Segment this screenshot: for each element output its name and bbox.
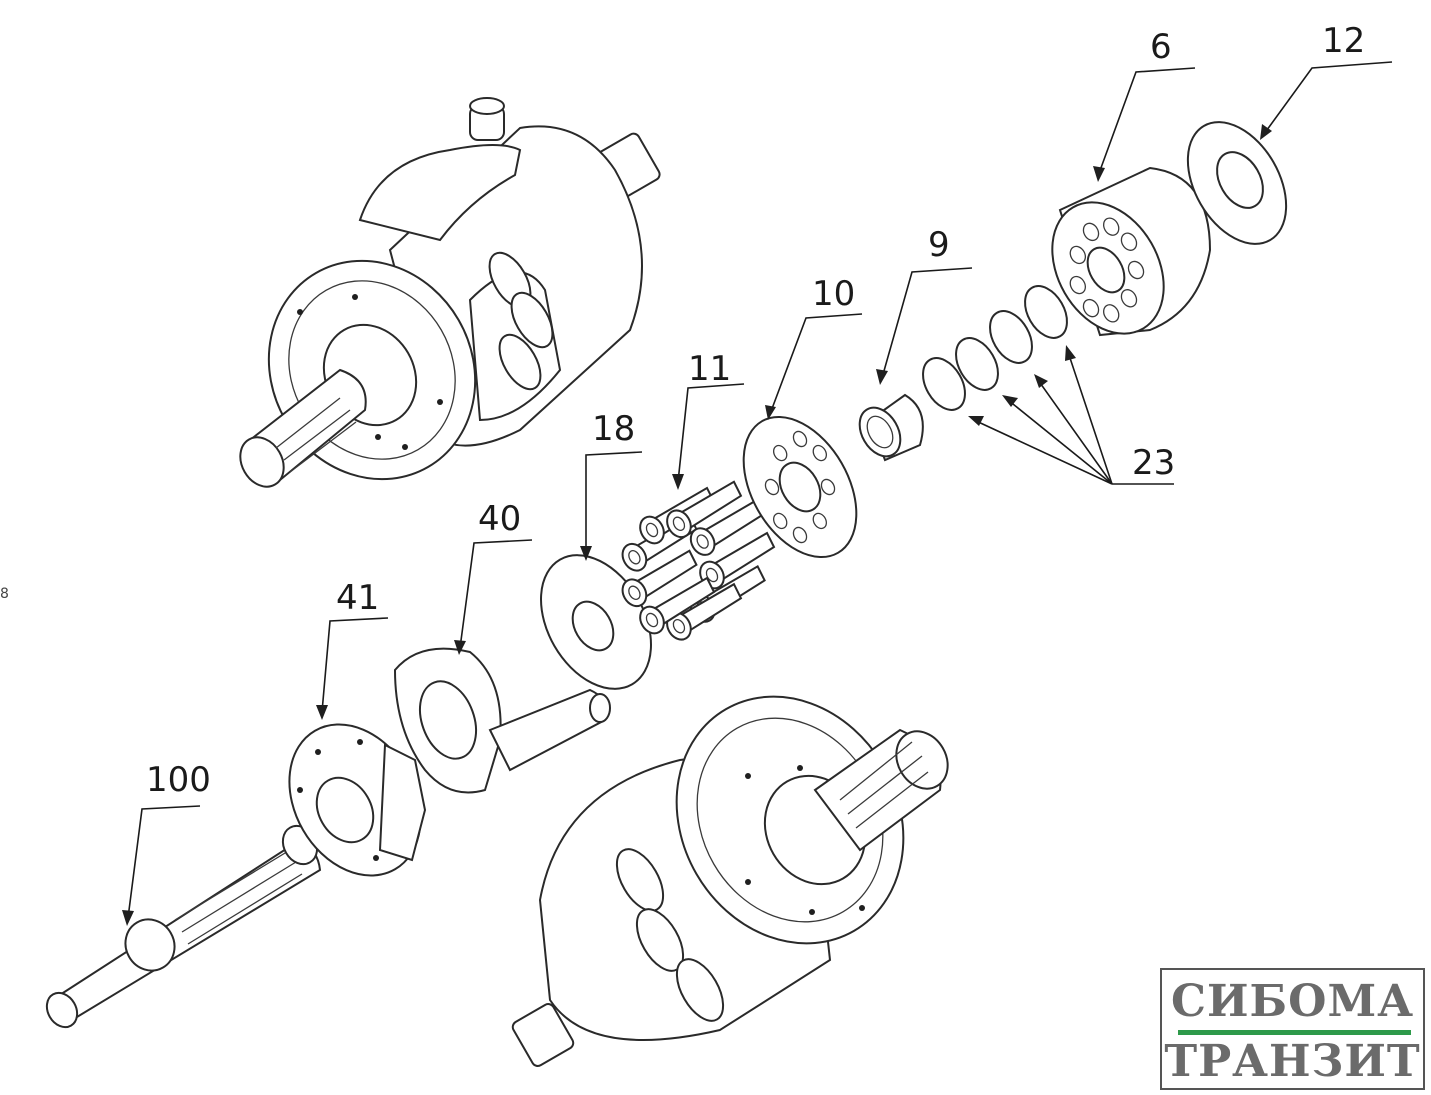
leader-lines <box>122 61 1393 926</box>
part-10-valve-plate <box>742 415 858 559</box>
logo-accent-bar <box>1178 1030 1411 1035</box>
drawing-detail <box>696 534 709 549</box>
drawing-detail <box>1103 304 1120 323</box>
drawing-detail <box>812 512 828 530</box>
callout-11: 11 <box>688 349 731 389</box>
drawing-detail <box>628 550 641 565</box>
drawing-detail <box>645 612 659 628</box>
callout-9: 9 <box>928 225 950 265</box>
callout-labels: 6 12 9 10 11 18 40 41 100 23 <box>146 21 1365 800</box>
part-100-shaft <box>45 824 322 1029</box>
part-6-cylinder-block <box>1051 166 1212 337</box>
drawing-detail <box>639 605 665 635</box>
callout-12: 12 <box>1322 21 1365 61</box>
drawing-detail <box>689 527 716 556</box>
part-9-bearing <box>858 393 924 462</box>
drawing-detail <box>1069 275 1087 295</box>
logo-line-2: ТРАНЗИТ <box>1164 1036 1421 1087</box>
drawing-detail <box>639 515 665 545</box>
stray-mark: 8 <box>0 586 9 602</box>
drawing-detail <box>1103 217 1120 236</box>
drawing-detail <box>672 619 686 634</box>
part-41-flange <box>288 723 427 877</box>
drawing-detail <box>764 478 780 496</box>
logo-line-1: СИБОМА <box>1170 976 1415 1027</box>
drawing-detail <box>666 509 692 539</box>
drawing-detail <box>645 522 659 538</box>
drawing-detail <box>1120 232 1138 251</box>
drawing-detail <box>772 444 788 462</box>
callout-41: 41 <box>336 578 379 618</box>
assembled-pump-top <box>239 97 661 488</box>
callout-40: 40 <box>478 499 521 539</box>
drawing-detail <box>1069 245 1087 265</box>
part-23-rings <box>922 285 1068 411</box>
part-12-bearing <box>1186 121 1288 245</box>
part-40-swashplate <box>393 647 611 794</box>
drawing-detail <box>1120 289 1138 308</box>
part-11-pistons <box>621 480 776 641</box>
drawing-detail <box>1127 260 1145 280</box>
callout-18: 18 <box>592 409 635 449</box>
callout-6: 6 <box>1150 27 1172 67</box>
callout-10: 10 <box>812 274 855 314</box>
drawing-detail <box>1082 222 1100 242</box>
drawing-detail <box>672 516 686 531</box>
drawing-detail <box>621 578 648 608</box>
drawing-detail <box>812 444 828 462</box>
assembled-pump-bottom <box>511 695 949 1067</box>
drawing-detail <box>792 526 808 544</box>
drawing-detail <box>621 542 648 572</box>
drawing-detail <box>792 430 808 448</box>
drawing-detail <box>1082 298 1100 318</box>
drawing-detail <box>820 478 836 496</box>
callout-100: 100 <box>146 760 211 800</box>
company-logo: СИБОМА ТРАНЗИТ <box>1160 968 1425 1090</box>
drawing-detail <box>772 512 788 530</box>
callout-23: 23 <box>1132 443 1175 483</box>
drawing-detail <box>628 585 641 600</box>
